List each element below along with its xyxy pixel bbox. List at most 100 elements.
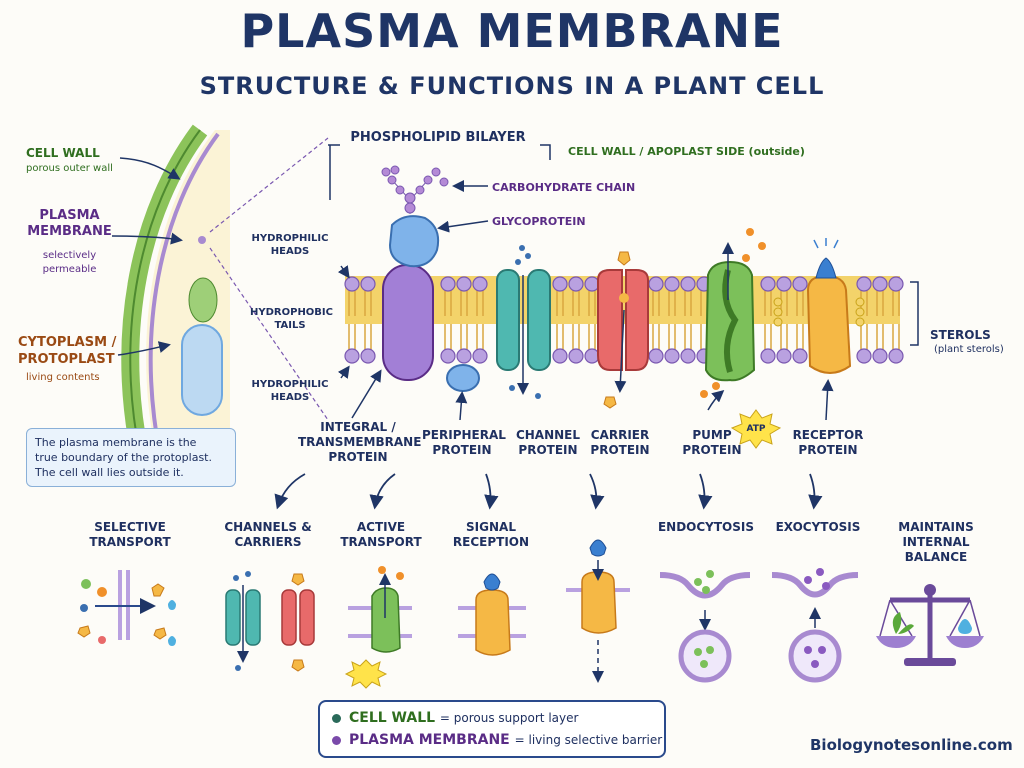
tails-label-2: TAILS [274,320,306,331]
cytoplasm-sublabel: living contents [26,372,100,383]
legend-row-cell-wall: CELL WALL = porous support layer [332,710,578,726]
note-line-3: The cell wall lies outside it. [35,466,184,479]
lipid-head [856,348,872,364]
lipid-head [584,276,600,292]
chloroplast-icon [188,277,218,323]
function-exocytosis: EXOCYTOSIS [775,520,861,534]
cell-wall-label: CELL WALL [26,146,100,160]
signal-reception-icon [458,573,526,656]
channels-carriers-icon [225,571,315,672]
receptor-protein [806,238,852,374]
active-transport-icon [344,566,412,689]
sterols-label: STEROLS [930,328,991,342]
lipid-head [872,348,888,364]
lipid-head [680,276,696,292]
lipid-head [552,348,568,364]
vacuole-icon [181,324,223,416]
cytoplasm-label-line1: CYTOPLASM / [18,335,117,350]
lipid-head [568,348,584,364]
lipid-head [456,348,472,364]
lipid-head [360,348,376,364]
lipid-head [888,348,904,364]
cytoplasm-label-line2: PROTOPLAST [18,352,115,367]
plant-cell-slice [121,124,230,457]
outside-label: CELL WALL / APOPLAST SIDE (outside) [568,145,805,158]
endocytosis-icon [659,570,751,683]
function-endocytosis: ENDOCYTOSIS [657,520,755,534]
bilayer-title: PHOSPHOLIPID BILAYER [350,130,526,145]
page-title: PLASMA MEMBRANE [240,4,784,58]
signal-cascade-icon [566,539,630,683]
legend-dot-icon [332,735,341,745]
channel-protein [496,245,551,399]
lipid-head [792,348,808,364]
note-line-2: true boundary of the protoplast. [35,451,212,464]
site-credit: Biologynotesonline.com [810,736,1013,754]
note-line-1: The plasma membrane is the [35,436,197,449]
pump-protein [700,228,782,449]
lipid-head [344,348,360,364]
lipid-head [552,276,568,292]
glycoprotein-label: GLYCOPROTEIN [492,215,586,228]
lipid-head [664,276,680,292]
lipid-head [856,276,872,292]
lipid-head [360,276,376,292]
heads-top-label-2: HEADS [270,246,310,257]
lipid-head [344,276,360,292]
lipid-head [440,348,456,364]
lipid-head [664,348,680,364]
membrane-note-box: The plasma membrane is the true boundary… [26,428,236,487]
peripheral-protein [446,364,480,392]
lipid-head [680,348,696,364]
page-subtitle: STRUCTURE & FUNCTIONS IN A PLANT CELL [199,72,825,100]
integral-protein [382,264,434,381]
lipid-head [872,276,888,292]
lipid-head [792,276,808,292]
lipid-head [456,276,472,292]
heads-bottom-label-1: HYDROPHILIC [251,379,329,390]
glycoprotein [388,215,440,268]
lipid-head [472,276,488,292]
lipid-head [648,348,664,364]
lipid-head [440,276,456,292]
legend-dot-icon [332,713,341,723]
selective-transport-icon [77,570,176,646]
lipid-head [760,276,776,292]
lipid-head [568,276,584,292]
plasma-membrane-sublabel-1: selectively [42,250,97,261]
lipid-head [776,276,792,292]
carrier-protein [597,251,649,409]
lipid-head [888,276,904,292]
lipid-head [648,276,664,292]
legend-row-plasma-membrane: PLASMA MEMBRANE = living selective barri… [332,732,662,748]
cell-wall-sublabel: porous outer wall [26,163,113,174]
lipid-head [760,348,776,364]
sterols-sublabel: (plant sterols) [934,344,1004,355]
lipid-head [472,348,488,364]
atp-label: ATP [746,424,766,434]
lipid-head [776,348,792,364]
function-channels-carriers: CHANNELS &CARRIERS [224,520,312,549]
lipid-head [584,348,600,364]
heads-top-label-1: HYDROPHILIC [251,233,329,244]
atp-burst-icon [730,409,782,449]
carbohydrate-chain [381,165,449,214]
balance-scale-icon [876,584,984,666]
legend-box: CELL WALL = porous support layer PLASMA … [318,700,666,758]
heads-bottom-label-2: HEADS [270,392,310,403]
plasma-membrane-sublabel-2: permeable [42,264,97,275]
plasma-membrane-label-line2: MEMBRANE [27,224,112,239]
tails-label-1: HYDROPHOBIC [250,307,333,318]
sterols-icon [773,297,865,327]
